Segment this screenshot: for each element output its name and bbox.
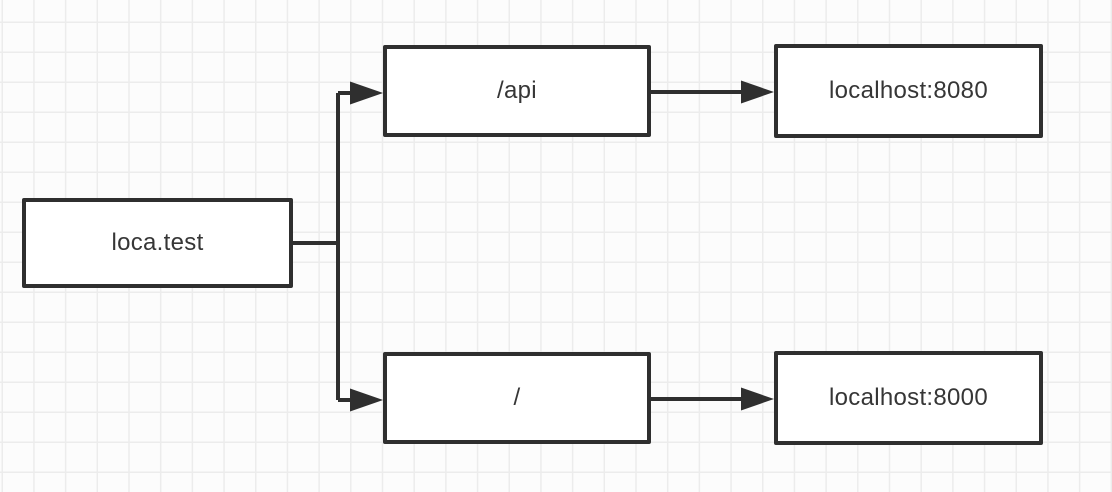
node-domain: loca.test [22,198,293,288]
node-target-8080: localhost:8080 [774,44,1043,138]
node-target-8080-label: localhost:8080 [829,77,988,104]
node-route-api: /api [383,45,651,137]
node-route-api-label: /api [497,77,537,104]
edge-api-to-8080 [651,80,774,104]
node-target-8000: localhost:8000 [774,351,1043,445]
edge-root-to-8000 [651,387,774,411]
arrowhead-to-8000-icon [741,387,774,411]
node-domain-label: loca.test [111,229,204,256]
node-target-8000-label: localhost:8000 [829,384,988,411]
node-route-root: / [383,352,651,444]
arrowhead-to-api-icon [350,81,383,105]
arrowhead-to-8080-icon [741,80,774,104]
edge-domain-branches [293,81,383,412]
node-route-root-label: / [513,384,521,411]
arrowhead-to-root-icon [350,388,383,412]
